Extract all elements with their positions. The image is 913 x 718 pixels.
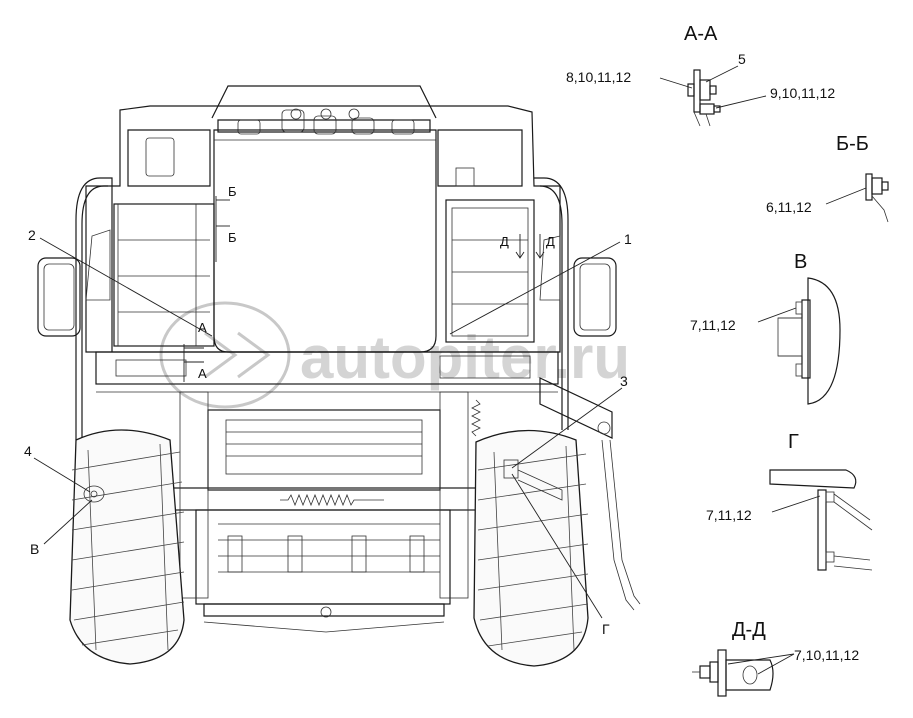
callout-3: 3 xyxy=(620,373,628,389)
callout-v: В xyxy=(30,541,39,557)
detail-aa-callout-right: 9,10,11,12 xyxy=(770,85,835,101)
detail-dd-title: Д-Д xyxy=(732,619,766,641)
work-light-icon xyxy=(391,119,415,135)
callout-2: 2 xyxy=(28,227,36,243)
cut-marker-d-left: Д xyxy=(500,234,509,249)
detail-g-title: Г xyxy=(788,431,799,453)
watermark-text: autopiter.ru xyxy=(300,324,630,391)
left-wheel xyxy=(69,429,185,665)
detail-bb: Б-Б 6,11,12 xyxy=(766,133,889,223)
detail-v-title: В xyxy=(794,251,807,273)
cut-marker-b-top: Б xyxy=(228,184,237,199)
detail-v-callout: 7,11,12 xyxy=(690,317,736,333)
cut-marker-b: Б Б xyxy=(215,184,237,262)
detail-dd: Д-Д 7,10,11,12 xyxy=(692,619,859,697)
callout-4: 4 xyxy=(24,443,32,459)
bracket-4-icon xyxy=(83,485,105,503)
main-callouts: 2 1 3 4 В Г xyxy=(24,227,632,637)
cut-marker-a-top: А xyxy=(198,320,207,335)
detail-aa: А-А 8,10,11,12 5 9,10,11,12 xyxy=(566,23,835,127)
detail-aa-callout-5: 5 xyxy=(738,51,746,67)
callout-1: 1 xyxy=(624,231,632,247)
bracket-3-icon xyxy=(503,459,519,479)
slot-hole-icon xyxy=(742,665,758,685)
cut-marker-b-bottom: Б xyxy=(228,230,237,245)
detail-bb-callout: 6,11,12 xyxy=(766,199,812,215)
cut-marker-d-right: Д xyxy=(546,234,555,249)
watermark-logo: autopiter.ru xyxy=(159,301,630,409)
detail-aa-callout-left: 8,10,11,12 xyxy=(566,69,631,85)
cut-marker-a-bottom: А xyxy=(198,366,207,381)
detail-bb-title: Б-Б xyxy=(836,133,869,155)
work-light-icon xyxy=(313,115,337,135)
detail-dd-callout: 7,10,11,12 xyxy=(794,647,859,663)
cut-marker-d: Д Д xyxy=(500,234,555,259)
callout-g: Г xyxy=(602,621,610,637)
right-wheel xyxy=(473,429,589,667)
detail-v: В 7,11,12 xyxy=(690,251,841,405)
work-light-icon xyxy=(237,119,261,135)
detail-g-callout: 7,11,12 xyxy=(706,507,752,523)
detail-g: Г 7,11,12 xyxy=(706,431,873,571)
work-light-icon xyxy=(351,117,375,135)
cut-marker-a: А А xyxy=(183,320,207,382)
combine-machine xyxy=(37,85,641,633)
detail-aa-title: А-А xyxy=(684,23,718,45)
